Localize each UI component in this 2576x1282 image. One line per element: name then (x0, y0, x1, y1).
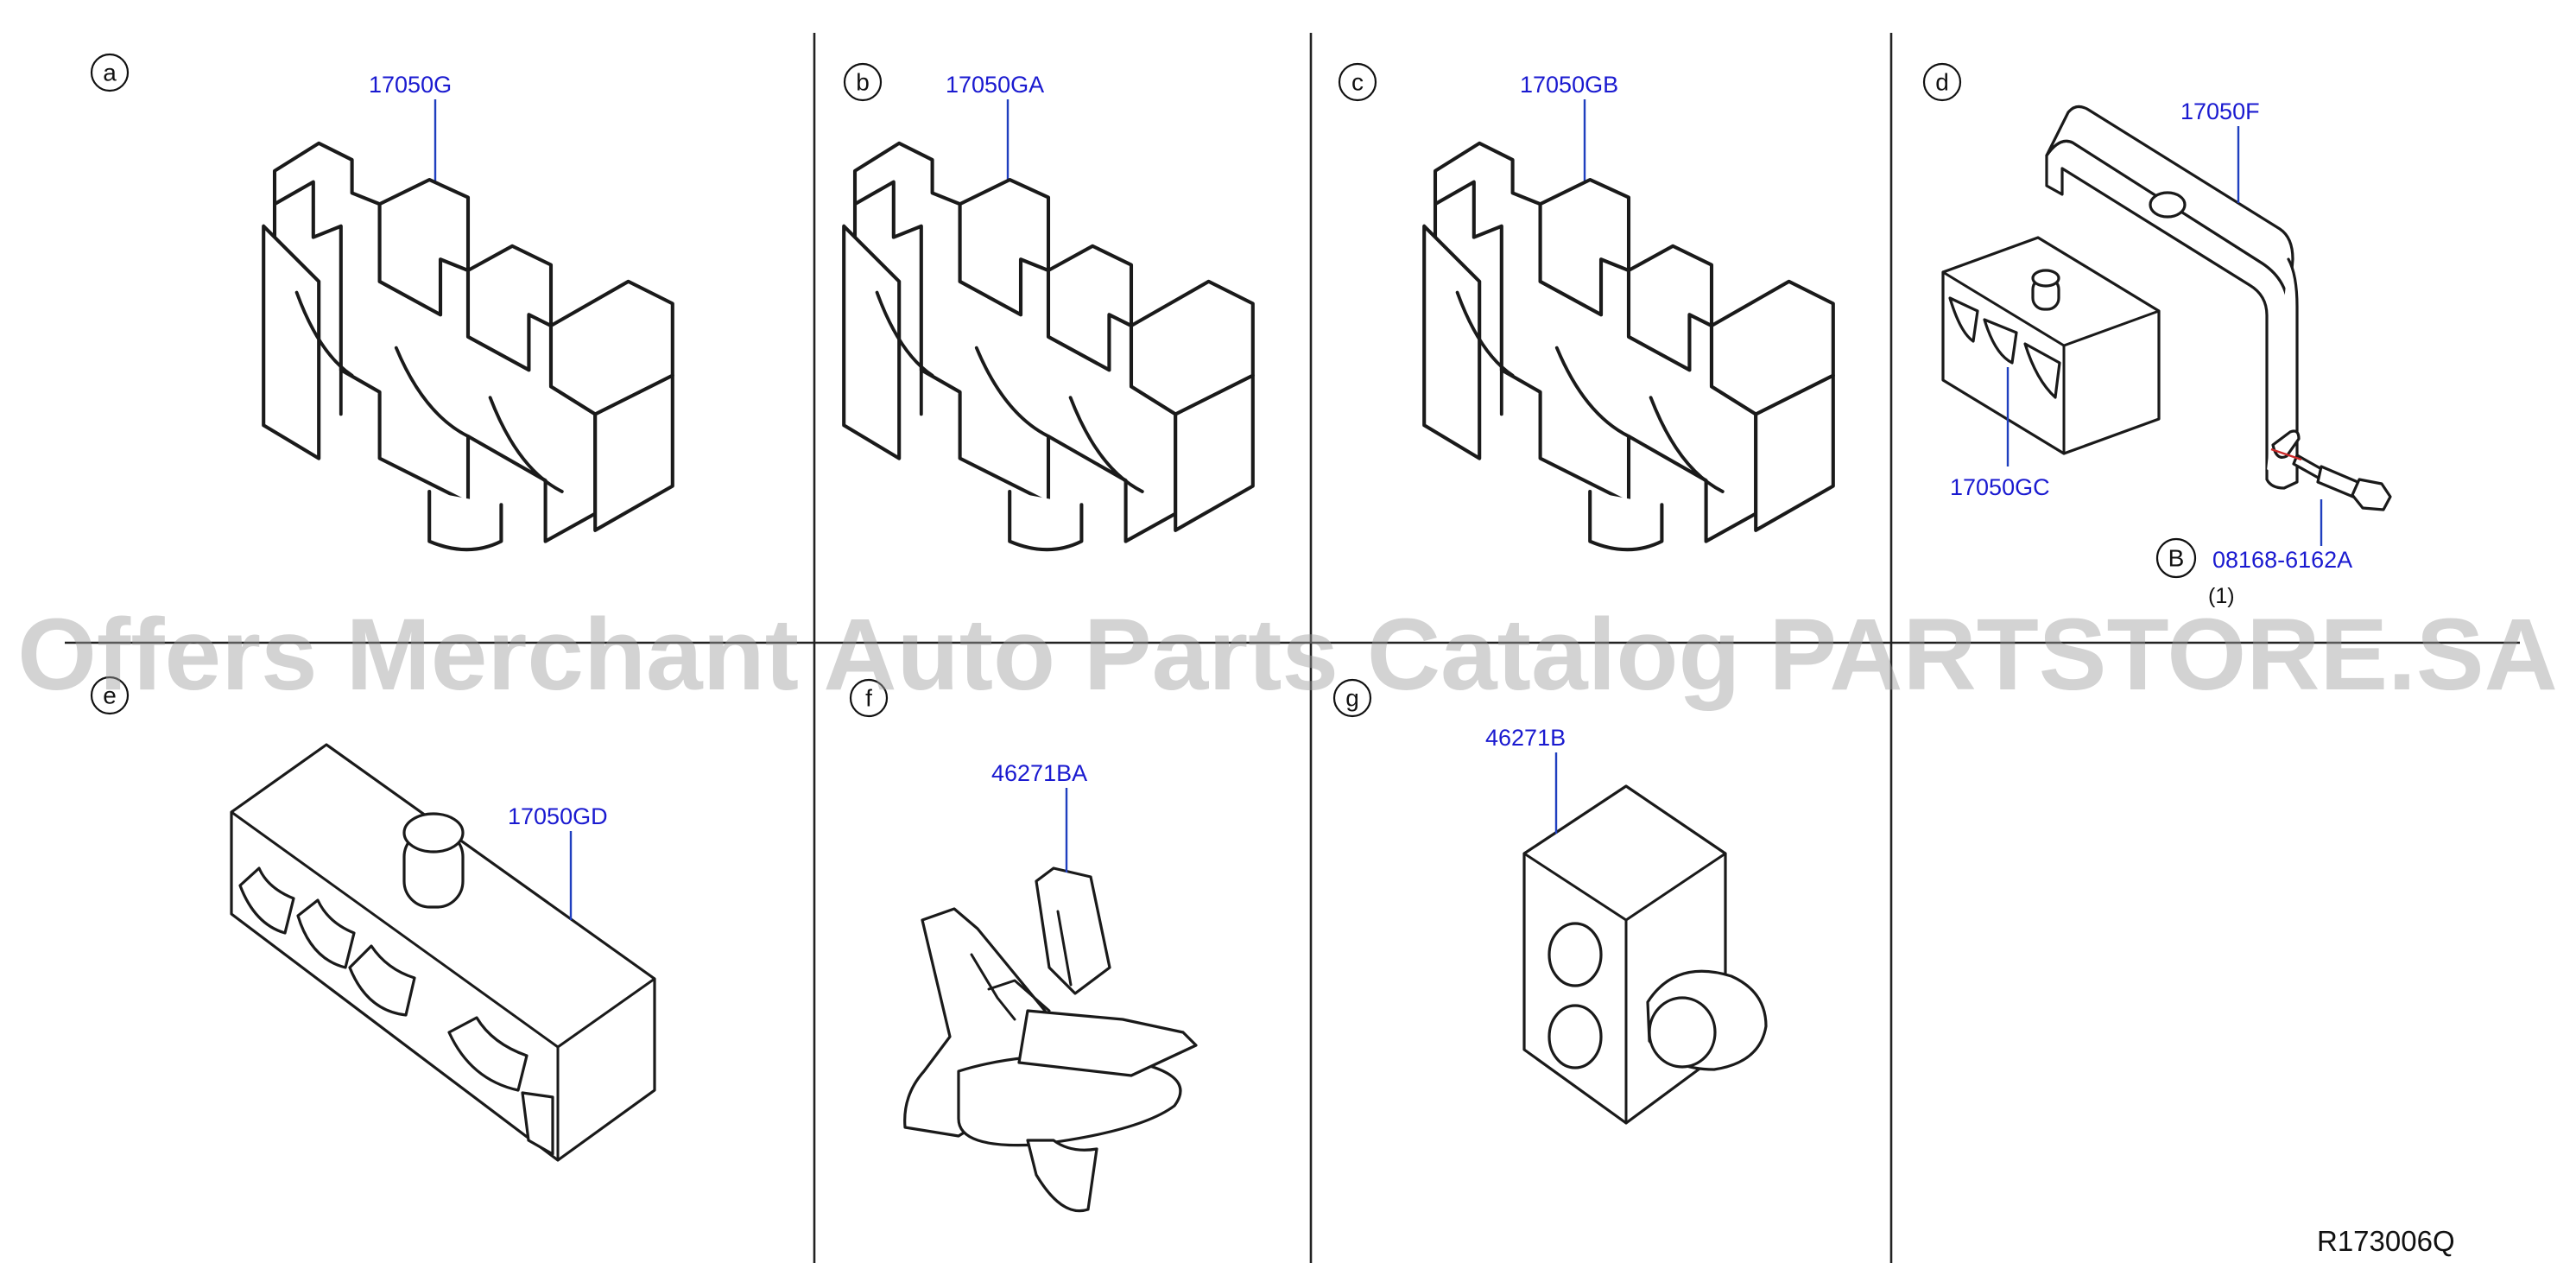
clamp-17050GD-illustration (230, 743, 656, 1162)
part-number-46271BA[interactable]: 46271BA (991, 760, 1087, 786)
part-number-17050F[interactable]: 17050F (2180, 98, 2260, 124)
clamp-17050GA-illustration (844, 143, 1253, 549)
bracket-17050F-illustration (2045, 105, 2301, 490)
section-g: g 46271B (1332, 678, 1768, 1125)
section-e: e 17050GD (90, 676, 656, 1162)
section-letter-e: e (103, 682, 117, 709)
section-f: f 46271BA (849, 678, 1198, 1213)
part-number-17050GA[interactable]: 17050GA (946, 72, 1044, 98)
clip-46271BA-illustration (903, 866, 1198, 1213)
clamp-17050GB-illustration (1424, 143, 1833, 549)
part-number-46271B[interactable]: 46271B (1485, 725, 1566, 751)
part-number-17050G[interactable]: 17050G (369, 72, 452, 98)
part-number-17050GC[interactable]: 17050GC (1950, 474, 2050, 500)
section-letter-a: a (103, 60, 117, 86)
section-letter-g: g (1345, 685, 1359, 712)
clamp-17050GC-illustration (1941, 236, 2161, 455)
part-number-17050GB[interactable]: 17050GB (1520, 72, 1618, 98)
part-number-08168-6162A[interactable]: 08168-6162A (2212, 547, 2352, 573)
section-letter-b: b (856, 69, 870, 96)
section-letter-f: f (865, 685, 872, 712)
watermark-text: Offers Merchant Auto Parts Catalog PARTS… (17, 598, 2558, 712)
clamp-17050G-illustration (263, 143, 673, 549)
section-c: c 17050GB (1338, 62, 1833, 549)
block-46271B-illustration (1522, 784, 1768, 1125)
bolt-marker-B: B (2168, 545, 2185, 572)
bolt-08168-6162A-illustration (2292, 454, 2392, 511)
section-letter-c: c (1351, 69, 1364, 96)
section-d: d 17050F 17050GC (1922, 62, 2392, 608)
section-b: b 17050GA (844, 62, 1253, 549)
diagram-reference-code: R173006Q (2317, 1225, 2455, 1257)
section-a: a 17050G (90, 53, 673, 549)
section-letter-d: d (1935, 69, 1949, 96)
bolt-quantity: (1) (2208, 584, 2235, 608)
part-number-17050GD[interactable]: 17050GD (508, 803, 608, 829)
